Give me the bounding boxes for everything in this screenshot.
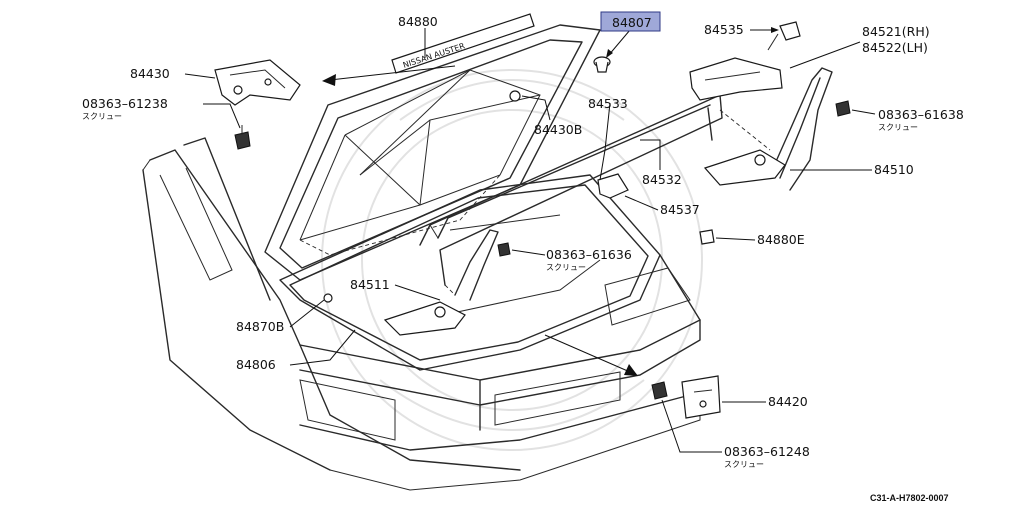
stopper-84537 xyxy=(597,173,629,199)
highlight-box-84807 xyxy=(600,11,661,32)
label-84807[interactable]: 84807 xyxy=(612,15,652,30)
label-08363-61238: 08363–61238 xyxy=(82,96,168,111)
label-84532: 84532 xyxy=(642,172,682,187)
arrows xyxy=(322,65,771,376)
label-84537: 84537 xyxy=(660,202,700,217)
screw-61636 xyxy=(497,242,511,257)
clip-84880e xyxy=(699,229,715,245)
bolt-84535 xyxy=(767,21,801,51)
trunk-lid xyxy=(264,24,601,281)
watermark-emblem xyxy=(321,69,703,451)
label-84511: 84511 xyxy=(350,277,390,292)
screw-61638 xyxy=(835,100,851,117)
label-84522: 84522(LH) xyxy=(862,40,928,55)
label-84420: 84420 xyxy=(768,394,808,409)
label-84430b: 84430B xyxy=(534,122,582,137)
label-84806: 84806 xyxy=(236,357,276,372)
screw-sub-61248: スクリュー xyxy=(724,460,764,469)
car-body xyxy=(142,137,701,491)
hinge-bracket-84521 xyxy=(689,57,783,101)
grommet-84807 xyxy=(593,56,611,73)
label-84870b: 84870B xyxy=(236,319,284,334)
hinge-84510 xyxy=(703,67,833,191)
label-84533: 84533 xyxy=(588,96,628,111)
torsion-bars xyxy=(419,94,723,286)
label-84535: 84535 xyxy=(704,22,744,37)
leader-lines xyxy=(184,27,876,453)
striker-84420 xyxy=(681,375,721,419)
part-labels: 84880 84807 84535 84521(RH) 84522(LH) 84… xyxy=(82,11,964,503)
hinge-84511 xyxy=(383,229,499,336)
screw-61248 xyxy=(651,381,668,400)
label-84521: 84521(RH) xyxy=(862,24,930,39)
label-08363-61248: 08363–61248 xyxy=(724,444,810,459)
screw-sub-61636: スクリュー xyxy=(546,263,586,272)
label-84880: 84880 xyxy=(398,14,438,29)
lid-lock-84430 xyxy=(214,59,301,106)
screw-61238 xyxy=(234,125,251,150)
label-08363-61636: 08363–61636 xyxy=(546,247,632,262)
label-84510: 84510 xyxy=(874,162,914,177)
bumper-84430b xyxy=(509,90,521,102)
label-84430: 84430 xyxy=(130,66,170,81)
screw-sub-61238: スクリュー xyxy=(82,112,122,121)
plug-84870b xyxy=(323,293,333,303)
label-08363-61638: 08363–61638 xyxy=(878,107,964,122)
label-84880e: 84880E xyxy=(757,232,805,247)
reference-code: C31-A-H7802-0007 xyxy=(870,493,949,503)
screw-sub-61638: スクリュー xyxy=(878,123,918,132)
